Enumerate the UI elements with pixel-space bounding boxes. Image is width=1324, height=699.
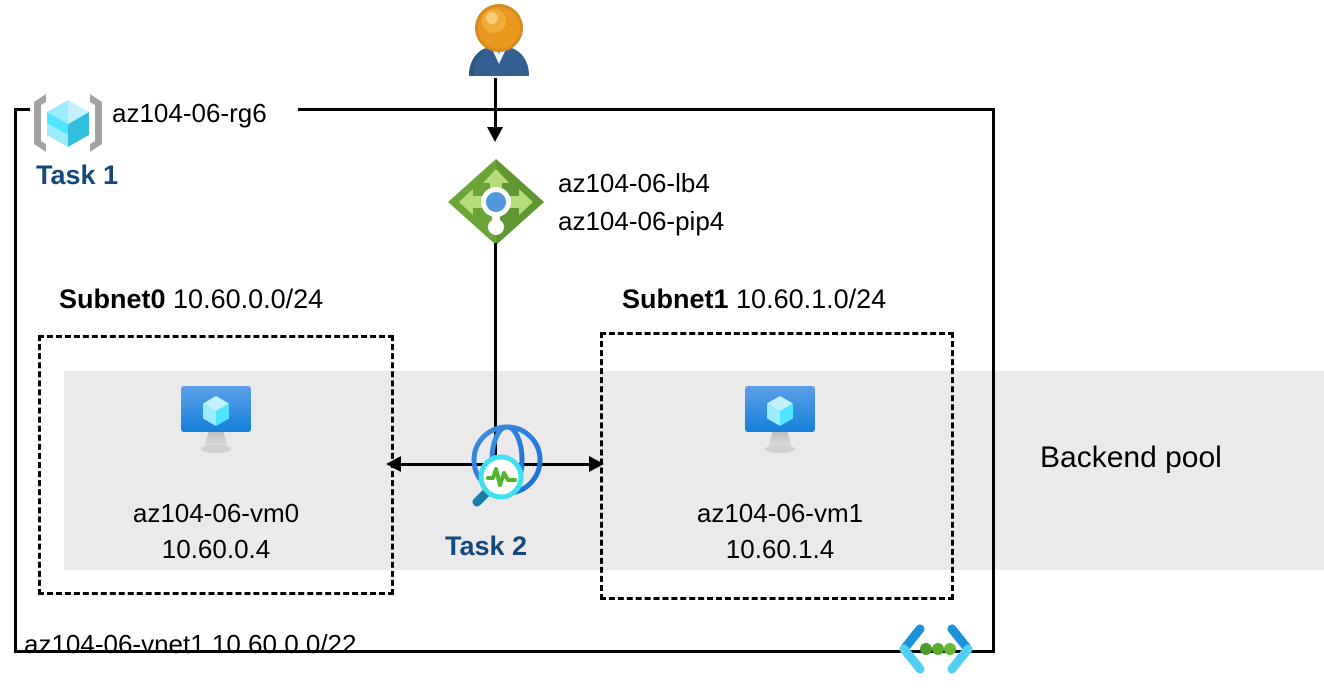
arrow-user-to-load-balancer-line [494, 78, 497, 130]
vm0-name: az104-06-vm0 [132, 498, 300, 528]
task-2-label: Task 2 [445, 531, 528, 561]
virtual-machine-icon-vm1 [740, 382, 820, 454]
subnet0-name: Subnet0 [59, 284, 166, 314]
subnet1-label: Subnet1 10.60.1.0/24 [622, 284, 886, 315]
subnet-to-subnet-arrow-head-left [386, 456, 401, 472]
subnet0-label: Subnet0 10.60.0.0/24 [59, 284, 323, 315]
vm1-caption: az104-06-vm1 10.60.1.4 [620, 495, 940, 567]
resource-group-border-right [992, 108, 995, 653]
subnet1-name: Subnet1 [622, 284, 729, 314]
resource-group-border-bottom [14, 650, 995, 653]
vm1-ip: 10.60.1.4 [725, 534, 835, 564]
vnet-label: az104-06-vnet1 10.60.0.0/22 [24, 629, 357, 659]
arrow-user-to-load-balancer-head [487, 127, 503, 142]
subnet-to-subnet-arrow-head-right [589, 456, 604, 472]
vm0-caption: az104-06-vm0 10.60.0.4 [56, 495, 376, 567]
subnet0-cidr: 10.60.0.0/24 [173, 284, 324, 314]
resource-group-cube-icon [30, 92, 106, 154]
resource-group-border-top-left [14, 108, 30, 111]
load-balancer-to-network-watcher-line [494, 243, 497, 458]
load-balancer-labels: az104-06-lb4 az104-06-pip4 [558, 164, 724, 240]
resource-group-border-left [14, 108, 17, 653]
backend-pool-label: Backend pool [1040, 441, 1222, 474]
resource-group-border-top-right [298, 108, 995, 111]
network-watcher-globe-icon [455, 420, 547, 512]
vm1-name: az104-06-vm1 [696, 498, 864, 528]
backend-pool-band [64, 371, 1324, 570]
virtual-machine-icon-vm0 [176, 382, 256, 454]
vm0-ip: 10.60.0.4 [161, 534, 271, 564]
load-balancer-icon [445, 157, 547, 251]
resource-group-name: az104-06-rg6 [112, 98, 267, 128]
user-icon [463, 2, 535, 78]
public-ip-name: az104-06-pip4 [558, 206, 725, 236]
load-balancer-name: az104-06-lb4 [558, 168, 710, 198]
virtual-network-icon [896, 621, 976, 677]
subnet1-cidr: 10.60.1.0/24 [736, 284, 887, 314]
task-1-label: Task 1 [36, 160, 119, 190]
